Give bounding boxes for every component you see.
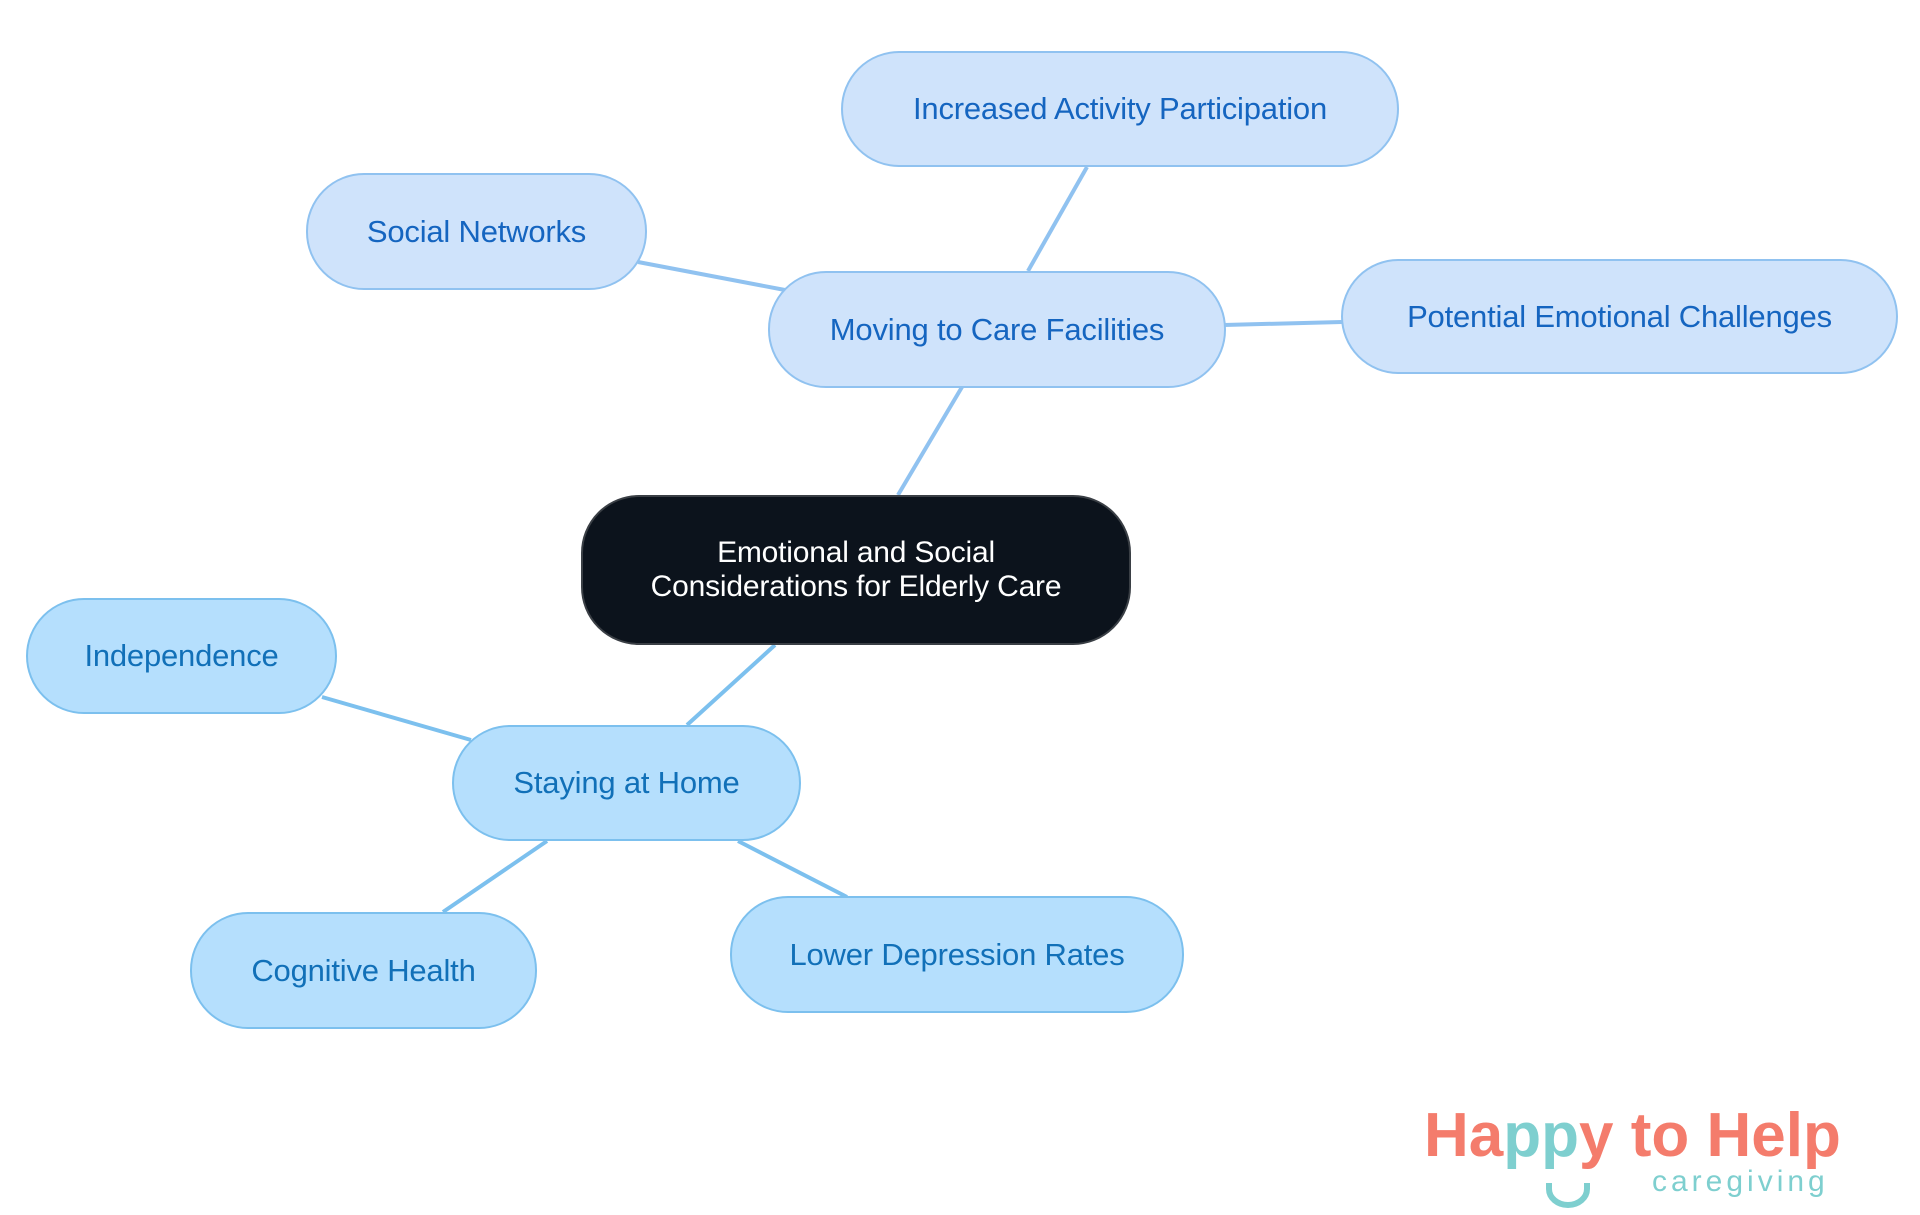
- logo-subtitle: caregiving: [1652, 1165, 1829, 1198]
- node-lower-depression-rates[interactable]: Lower Depression Rates: [730, 896, 1184, 1013]
- node-independence[interactable]: Independence: [26, 598, 337, 714]
- edge-home-independence: [321, 695, 472, 742]
- happy-to-help-logo: Happy to Help caregiving: [1420, 1105, 1890, 1210]
- node-moving-to-care-facilities[interactable]: Moving to Care Facilities: [768, 271, 1226, 388]
- node-social-networks[interactable]: Social Networks: [306, 173, 647, 290]
- node-label: Potential Emotional Challenges: [1407, 298, 1832, 334]
- node-potential-emotional-challenges[interactable]: Potential Emotional Challenges: [1341, 259, 1898, 374]
- edge-care-challenges: [1223, 320, 1343, 327]
- root-node-line2: Considerations for Elderly Care: [650, 570, 1062, 603]
- root-node[interactable]: Emotional and Social Considerations for …: [581, 495, 1131, 645]
- edge-care-social: [637, 260, 786, 292]
- edge-home-cognitive: [441, 839, 549, 914]
- node-label: Cognitive Health: [251, 952, 476, 988]
- logo-part-y-to-help: y to Help: [1579, 1101, 1841, 1170]
- smile-icon: [1546, 1183, 1590, 1208]
- node-cognitive-health[interactable]: Cognitive Health: [190, 912, 537, 1029]
- edge-home-depression: [737, 839, 848, 899]
- node-label: Moving to Care Facilities: [829, 311, 1165, 347]
- node-label: Staying at Home: [513, 765, 740, 801]
- logo-part-pp: pp: [1503, 1101, 1580, 1170]
- root-node-line1: Emotional and Social: [717, 535, 995, 569]
- node-label: Lower Depression Rates: [789, 936, 1125, 972]
- logo-part-ha: Ha: [1424, 1101, 1504, 1170]
- node-label: Social Networks: [366, 213, 587, 249]
- node-increased-activity-participation[interactable]: Increased Activity Participation: [841, 51, 1399, 167]
- logo-wordmark: Happy to Help: [1424, 1105, 1841, 1167]
- edge-root-care: [896, 385, 964, 497]
- node-label: Increased Activity Participation: [912, 91, 1328, 127]
- edge-care-activity: [1026, 166, 1089, 272]
- node-label: Independence: [84, 638, 279, 674]
- edge-root-home: [685, 643, 777, 727]
- node-staying-at-home[interactable]: Staying at Home: [452, 725, 801, 841]
